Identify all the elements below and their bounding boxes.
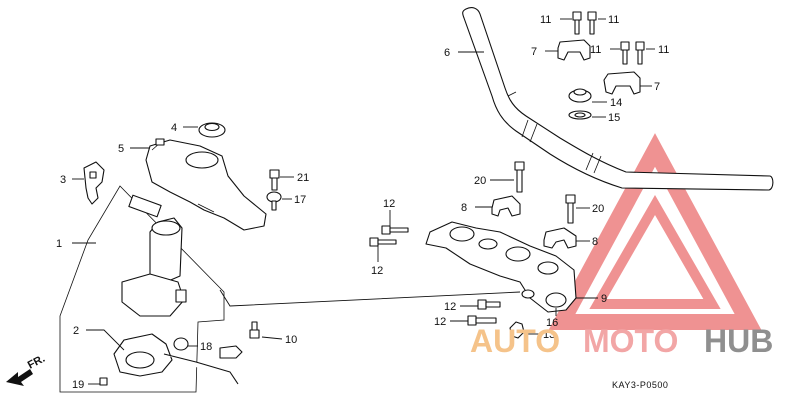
callout-7-right: 7: [654, 81, 660, 93]
callout-12-c: 12: [444, 301, 456, 313]
watermark-triangle-inner: [589, 194, 721, 309]
upper-holder-top: [557, 11, 597, 61]
bolts-12-middle: [369, 225, 409, 247]
callout-labels: 1 2 3 4 5 6 7 7 8 8 9 10 11 11 11 11 12 …: [56, 14, 669, 391]
callout-7-top: 7: [531, 46, 537, 58]
callout-15: 15: [608, 112, 620, 124]
watermark-wordmark: AUTO MOTO HUB: [470, 323, 773, 359]
callout-12-d: 12: [434, 316, 446, 328]
callout-19: 19: [72, 379, 84, 391]
switch-cover-part: [145, 138, 267, 231]
callout-11-d: 11: [658, 44, 669, 56]
callout-10: 10: [285, 334, 297, 346]
callout-21: 21: [297, 172, 309, 184]
leader-line-assembly: [219, 289, 521, 307]
grommet-part: [198, 122, 226, 138]
callout-2: 2: [73, 325, 79, 337]
callout-9: 9: [601, 293, 607, 305]
callout-14: 14: [610, 97, 622, 109]
leader-lines: [72, 18, 655, 385]
ignition-switch-part: [59, 185, 225, 393]
watermark-word-1: AUTO: [470, 323, 560, 359]
upper-holder-bottom: [603, 41, 645, 95]
callout-17: 17: [294, 194, 306, 206]
washers-14-15: [568, 88, 592, 120]
callout-16: 16: [546, 317, 558, 329]
top-bridge-part: [425, 221, 577, 313]
callout-4: 4: [171, 122, 177, 134]
handlebar-part: [462, 7, 774, 191]
callout-12-a: 12: [383, 198, 395, 210]
callout-3: 3: [60, 174, 66, 186]
callout-20-right: 20: [592, 203, 604, 215]
bolts-12-right: [467, 299, 525, 339]
callout-5: 5: [118, 143, 124, 155]
callout-20-top: 20: [474, 175, 486, 187]
callout-13: 13: [543, 329, 555, 341]
callout-18: 18: [200, 341, 212, 353]
callout-11-c: 11: [590, 44, 601, 56]
callout-8-right: 8: [592, 236, 598, 248]
watermark-word-2: MOTO: [583, 323, 678, 359]
watermark-word-3: HUB: [704, 323, 773, 359]
callout-12-b: 12: [371, 265, 383, 277]
lower-holders: [491, 161, 577, 249]
screws-17-21: [266, 169, 282, 211]
front-direction-arrow-icon: [6, 369, 33, 386]
watermark-triangle-outer: [548, 133, 762, 330]
callout-1: 1: [56, 238, 62, 250]
callout-8-left: 8: [461, 202, 467, 214]
watermark-logo: [548, 133, 762, 330]
callout-11-a: 11: [540, 14, 551, 26]
key-part: [83, 161, 105, 205]
direction-label: FR.: [26, 353, 47, 372]
switch-assembly-part: [99, 321, 260, 386]
diagram-reference-code: KAY3-P0500: [612, 380, 668, 390]
callout-11-b: 11: [608, 14, 619, 26]
callout-6: 6: [444, 47, 450, 59]
